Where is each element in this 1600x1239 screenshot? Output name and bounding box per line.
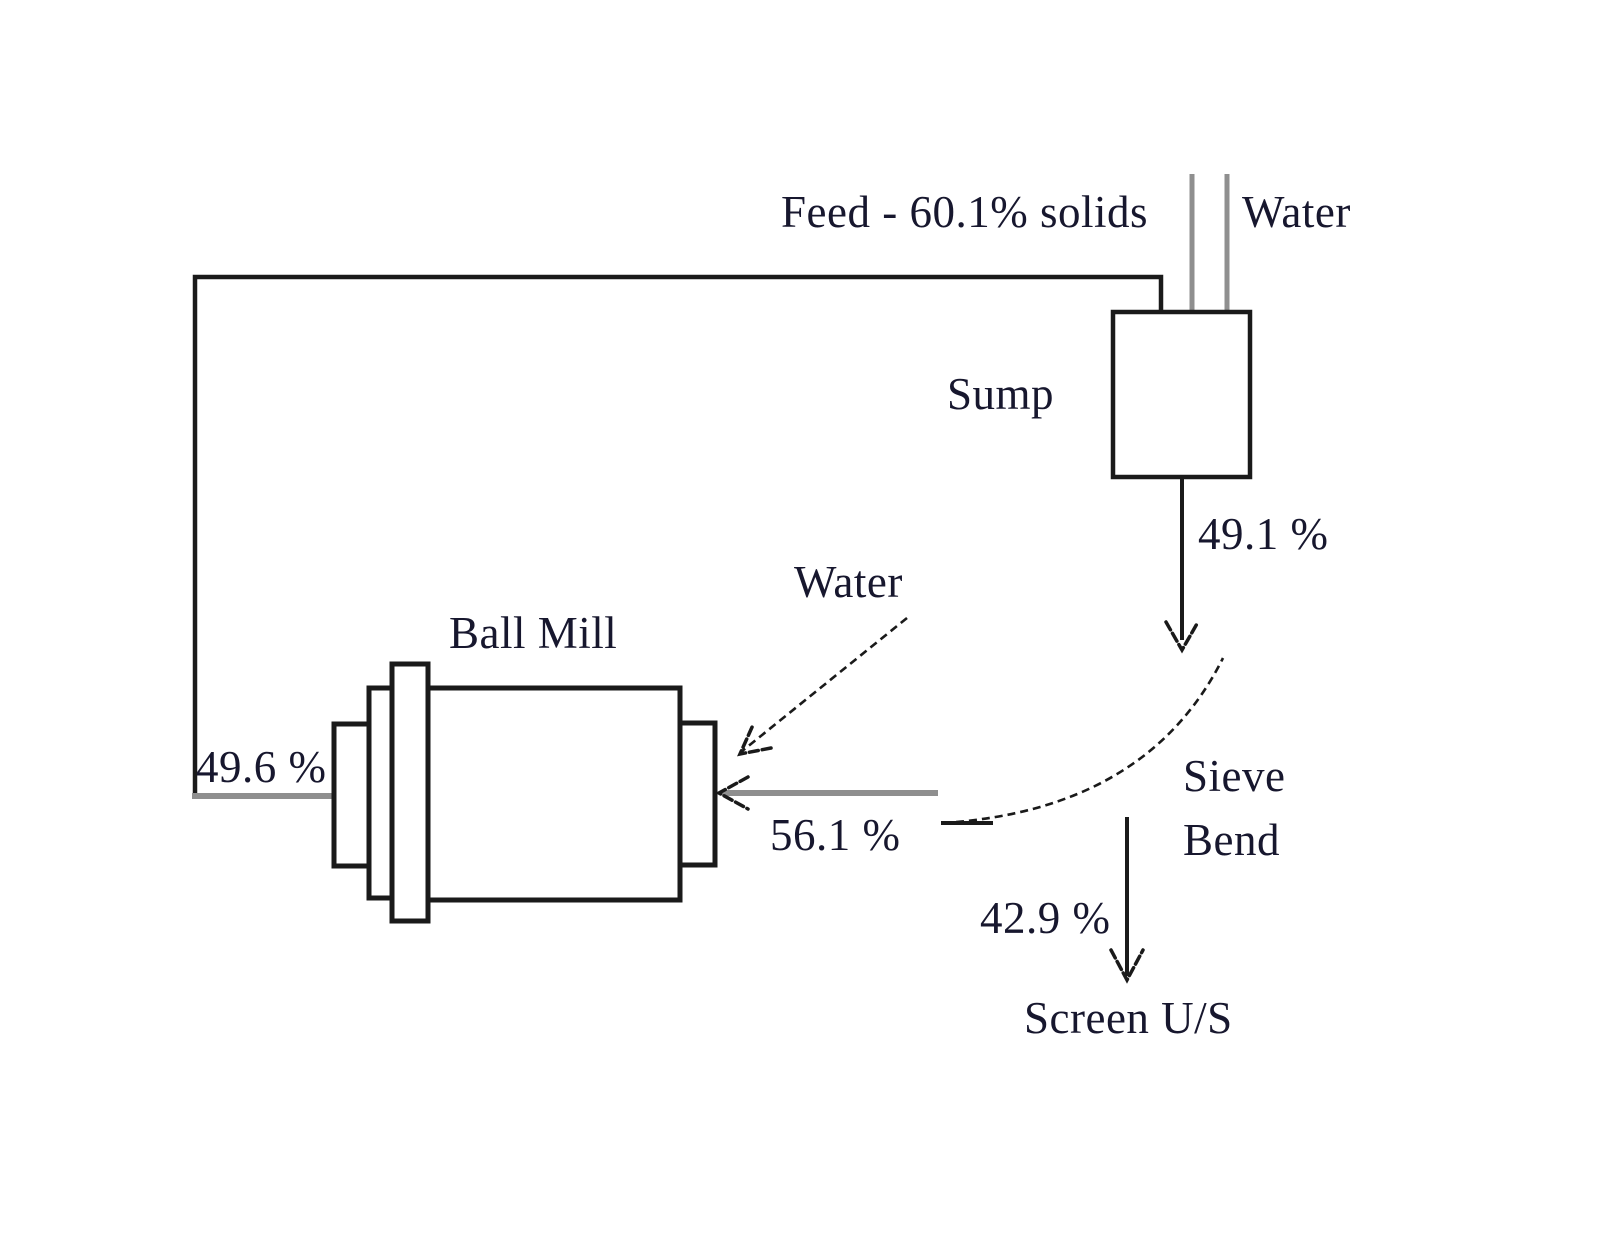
mill-feed-pct-label: 56.1 % (770, 810, 901, 860)
sump-box (1110, 309, 1253, 480)
ball-mill-flange (389, 661, 431, 924)
sieve-bend-label-line1: Sieve (1183, 751, 1286, 801)
screen-undersize-pct-label: 42.9 % (980, 893, 1111, 943)
water-to-sump-label: Water (1242, 187, 1351, 237)
ball-mill-body (425, 685, 683, 903)
sieve-bend-label-line2: Bend (1183, 815, 1280, 865)
sump-label: Sump (947, 369, 1055, 419)
sieve-bend-curve (942, 657, 1225, 825)
mill-recycle-pct-label: 49.6 % (196, 742, 327, 792)
ball-mill-head (366, 685, 395, 901)
ball-mill-trunnion-left (331, 721, 372, 869)
sump-discharge-pct-label: 49.1 % (1198, 509, 1329, 559)
ball-mill-trunnion-right (677, 720, 718, 868)
screen-us-label: Screen U/S (1024, 993, 1233, 1043)
water-to-mill-arrowhead-icon (737, 723, 773, 757)
recycle-line (192, 274, 1164, 795)
ball-mill-label: Ball Mill (449, 608, 618, 658)
feed-label: Feed - 60.1% solids (781, 187, 1148, 237)
water-to-mill-label: Water (794, 557, 903, 607)
water-to-mill-line (740, 616, 908, 754)
screen-us-arrowhead-icon (1109, 948, 1145, 984)
sieve-bend-label: Sieve Bend (1183, 744, 1285, 872)
sump-discharge-arrowhead-icon (1164, 620, 1200, 654)
mill-feed-arrowhead-icon (715, 775, 750, 811)
